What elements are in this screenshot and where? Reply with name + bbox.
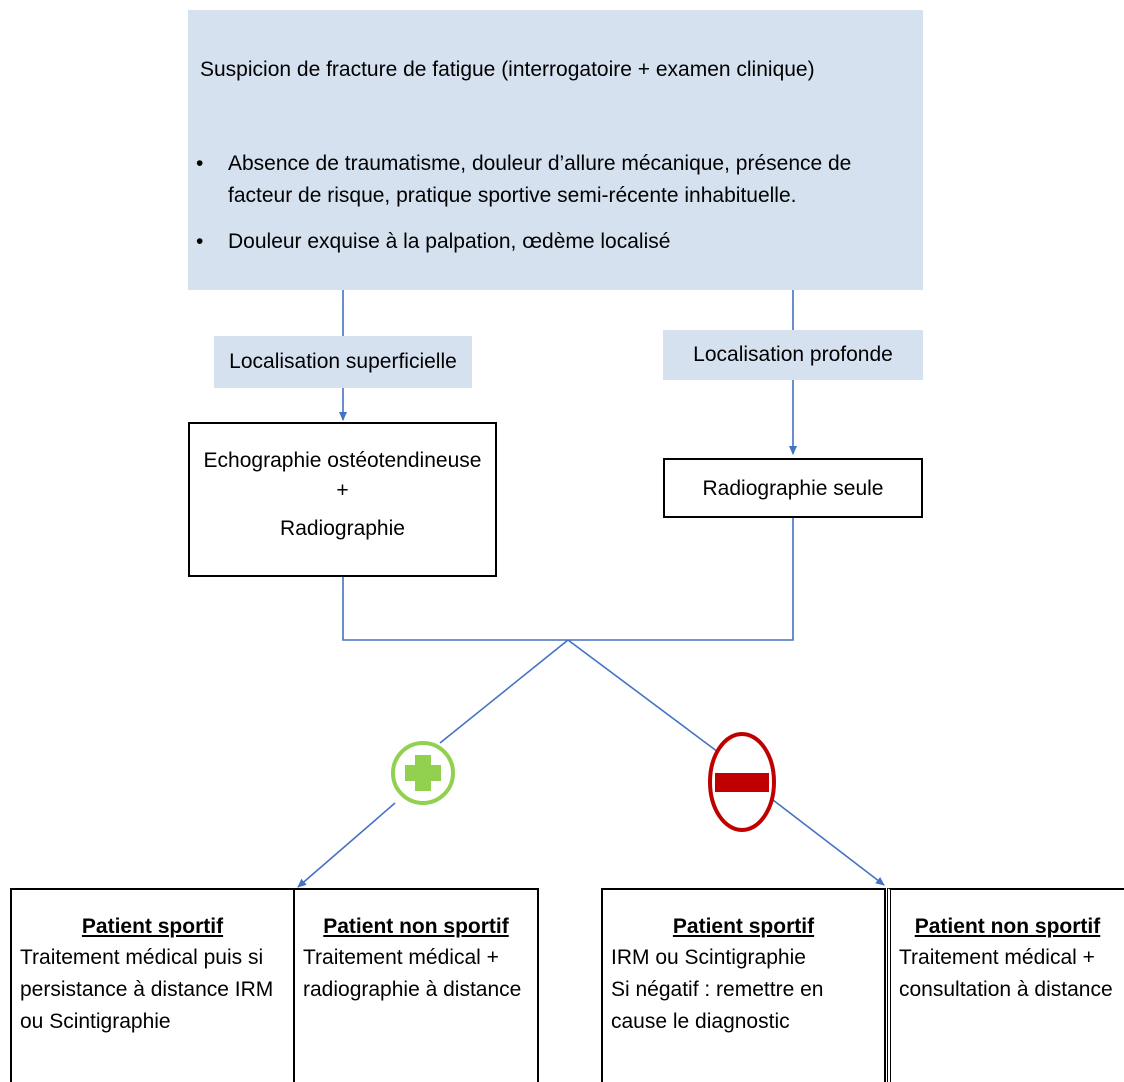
exam-box-deep: Radiographie seule [663, 458, 923, 518]
arrow-to-negative-outcomes [772, 799, 885, 886]
outcome-line: ou Scintigraphie [20, 1010, 171, 1033]
bullet-marker: • [196, 230, 204, 253]
outcome-heading: Patient non sportif [323, 915, 509, 938]
exam-line: Echographie ostéotendineuse [203, 449, 482, 472]
outcome-line: Traitement médical + [303, 946, 499, 969]
outcome-negative-non-sportif: Patient non sportif Traitement médical +… [887, 888, 1124, 1082]
bullet-marker: • [196, 152, 204, 175]
outcome-line: IRM ou Scintigraphie [611, 946, 806, 969]
bullet-text-line: facteur de risque, pratique sportive sem… [228, 184, 797, 207]
suspicion-title: Suspicion de fracture de fatigue (interr… [200, 58, 815, 81]
outcome-line: Traitement médical puis si [20, 946, 264, 969]
connector-split-right [567, 639, 719, 753]
exam-line: Radiographie seule [702, 477, 884, 500]
outcome-line: persistance à distance IRM [20, 978, 274, 1001]
label-superficial: Localisation superficielle [214, 336, 472, 388]
outcome-heading: Patient sportif [672, 915, 815, 938]
exam-line: Radiographie [280, 517, 405, 540]
exam-box-superficial: Echographie ostéotendineuse + Radiograph… [188, 422, 497, 577]
bullet-text-line: Douleur exquise à la palpation, œdème lo… [228, 230, 671, 253]
outcome-line: Traitement médical + [899, 946, 1095, 969]
bullet-text-line: Absence de traumatisme, douleur d’allure… [228, 152, 852, 175]
outcome-heading: Patient sportif [81, 915, 224, 938]
outcome-negative-sportif: Patient sportif IRM ou Scintigraphie Si … [601, 888, 886, 1082]
suspicion-box: Suspicion de fracture de fatigue (interr… [188, 10, 923, 290]
plus-circle-icon [391, 741, 455, 805]
arrow-to-positive-outcomes [297, 802, 396, 888]
outcome-heading: Patient non sportif [914, 915, 1101, 938]
outcome-positive-sportif: Patient sportif Traitement médical puis … [10, 888, 295, 1082]
label-deep: Localisation profonde [663, 330, 923, 380]
exam-line: + [336, 479, 349, 502]
outcome-line: Si négatif : remettre en [611, 978, 824, 1001]
outcome-line: cause le diagnostic [611, 1010, 790, 1033]
outcome-line: consultation à distance [899, 978, 1113, 1001]
minus-circle-icon [708, 732, 776, 832]
outcome-line: radiographie à distance [303, 978, 522, 1001]
connector-split-left [439, 639, 569, 744]
outcome-positive-non-sportif: Patient non sportif Traitement médical +… [293, 888, 539, 1082]
